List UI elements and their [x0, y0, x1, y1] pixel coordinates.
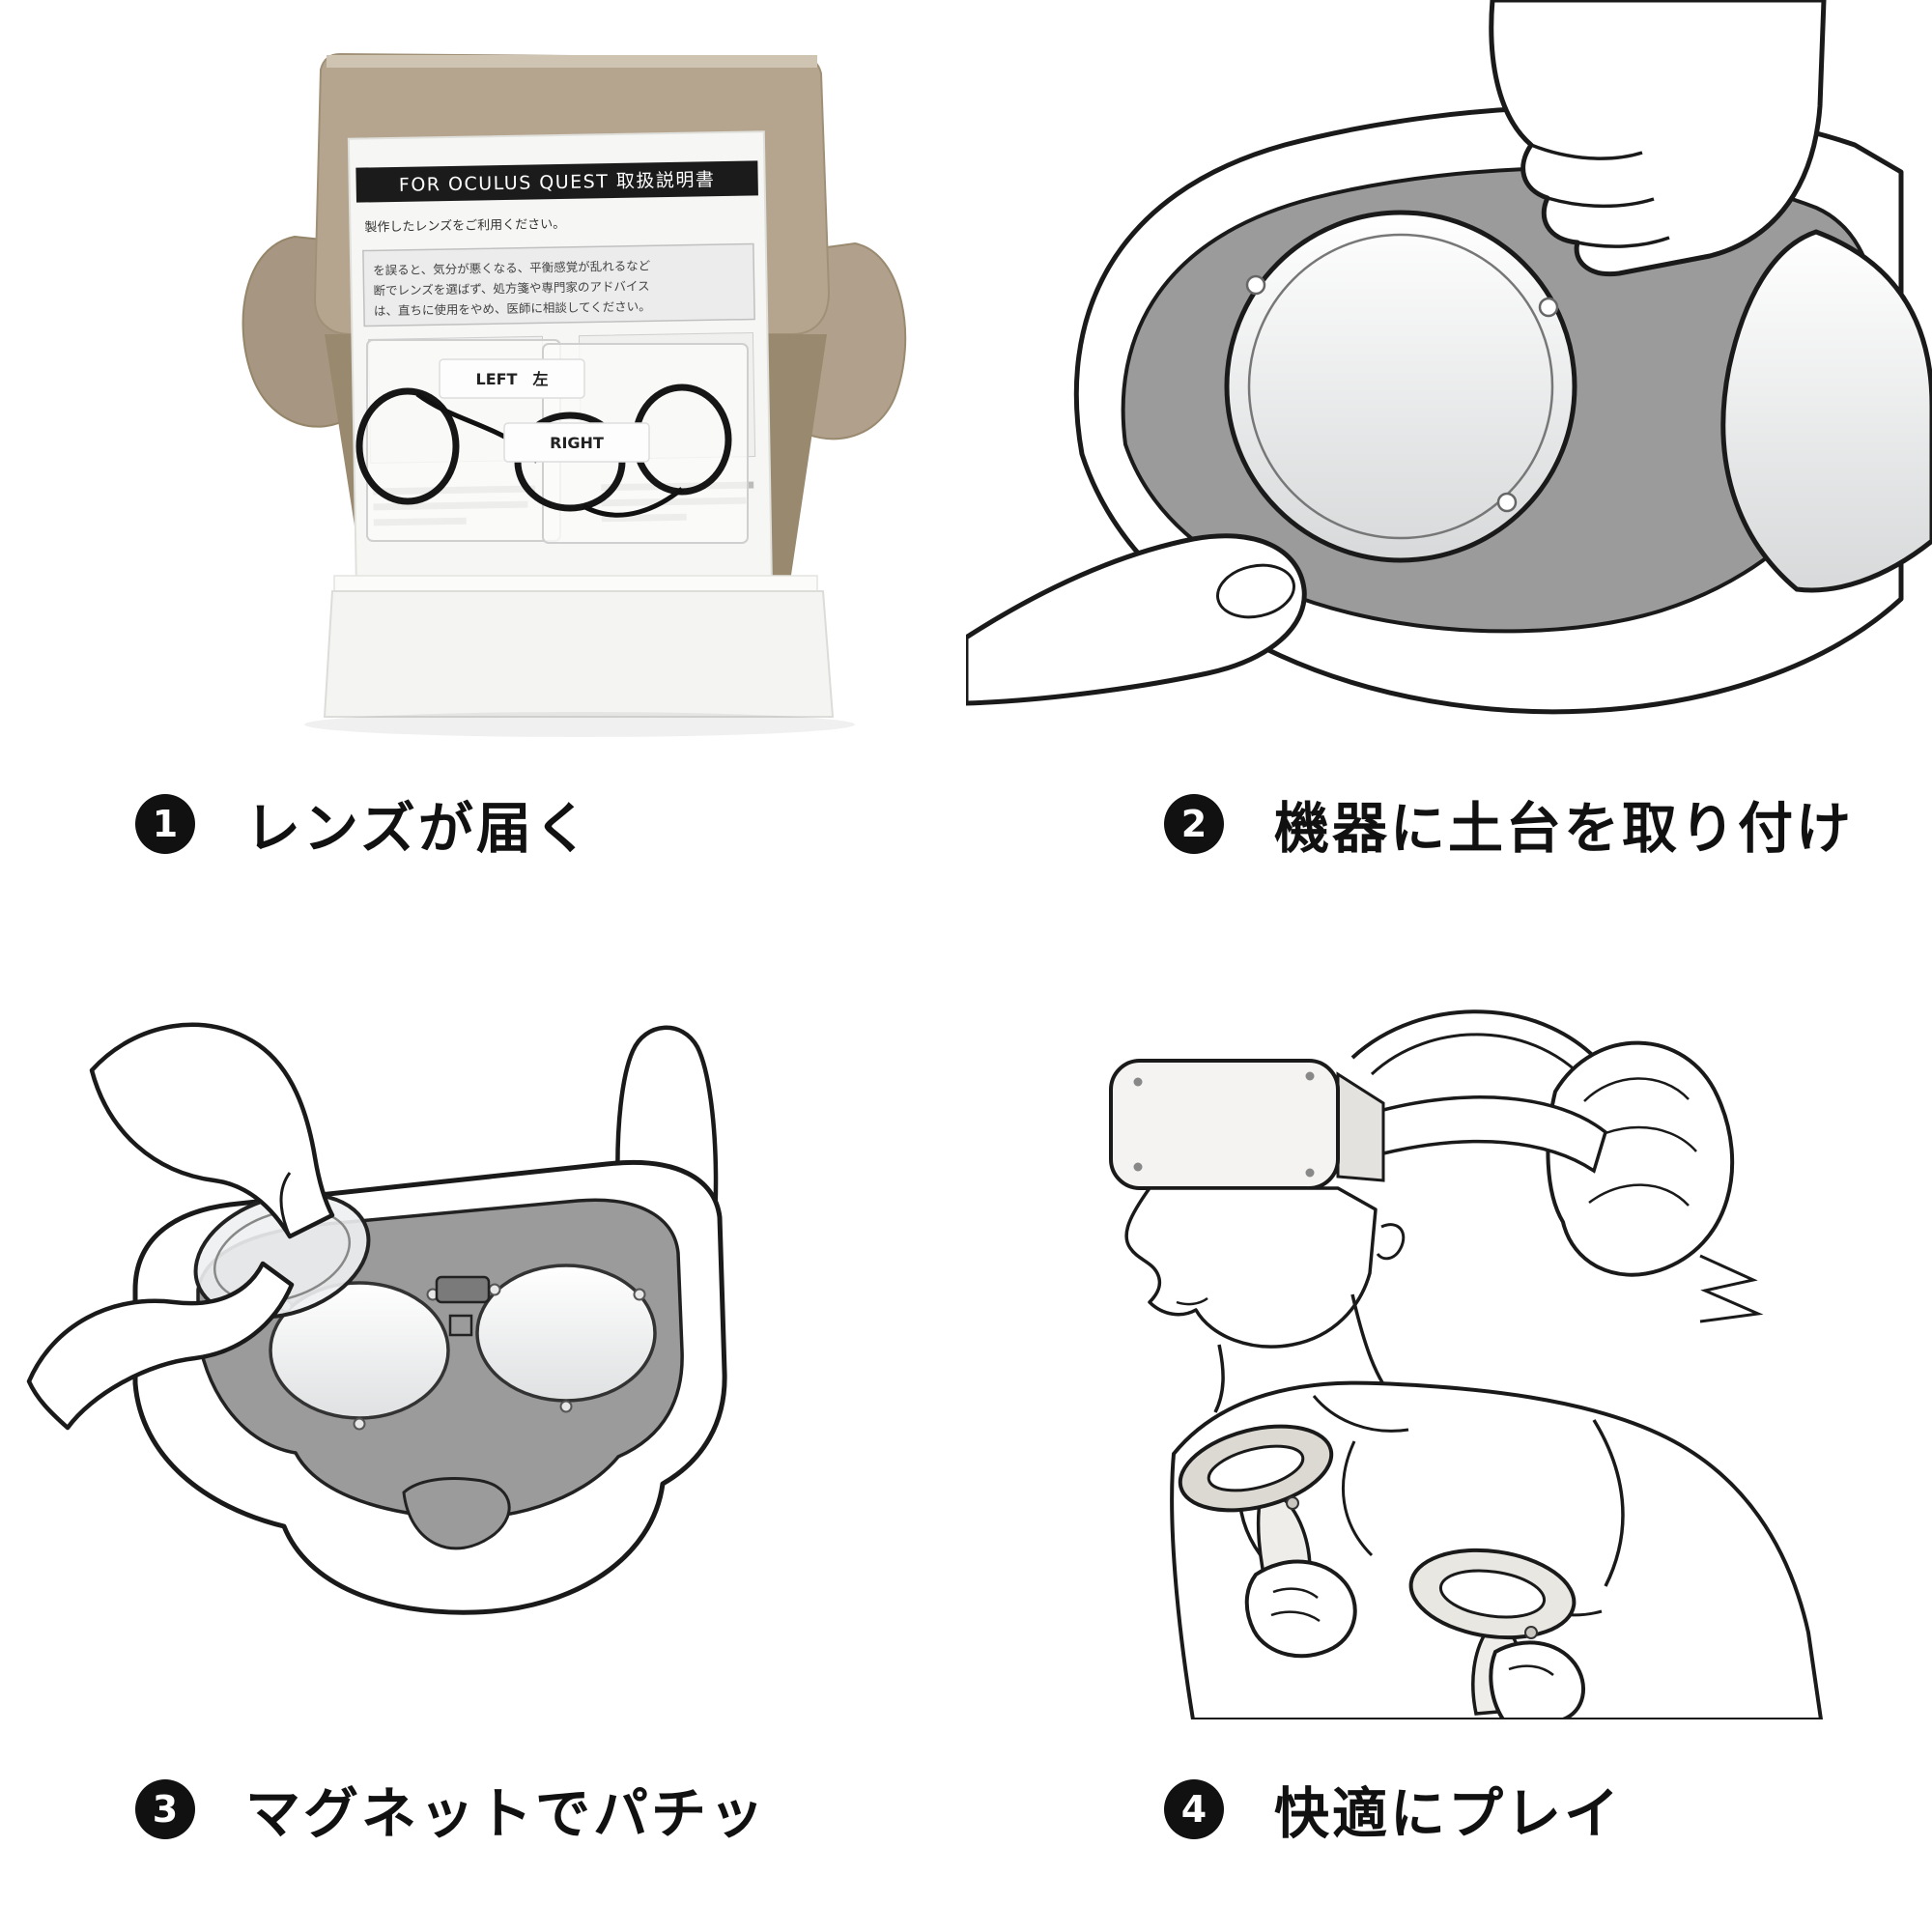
sheet-warning-line-2: 断でレンズを選ばず、処方箋や専門家のアドバイス — [373, 278, 649, 298]
step-3-illustration-magnet-snap — [0, 966, 966, 1719]
box-flap-edge — [327, 55, 817, 68]
step-4-caption: 4 快適にプレイ — [1164, 1770, 1622, 1849]
overhead-strap — [1350, 1009, 1610, 1074]
step-3-panel: 3 マグネットでパチッ — [0, 966, 966, 1932]
step-1-panel: FOR OCULUS QUEST 取扱説明書 製作したレンズをご利用ください。 … — [0, 0, 966, 966]
thumb-bottom-left — [966, 533, 1307, 706]
lens-labels: LEFT 左 RIGHT — [439, 358, 650, 463]
step-2-caption: 2 機器に土台を取り付け — [1164, 784, 1854, 864]
center-clip — [435, 1275, 491, 1304]
label-right-tag — [503, 422, 650, 463]
magnet-snap-svg — [26, 1022, 727, 1615]
step-1-caption: 1 レンズが届く — [135, 784, 592, 864]
left-arm-outline — [1592, 1419, 1625, 1587]
mouth — [1176, 1296, 1208, 1306]
left-hand-fist — [1489, 1640, 1585, 1719]
side-strap — [1378, 1095, 1608, 1174]
nose-flap — [402, 1477, 511, 1550]
lens-left-inner-ring — [1247, 233, 1554, 540]
magnet-dots — [1245, 274, 1559, 513]
box-shadow — [304, 712, 855, 737]
sheet-title-bar — [355, 160, 758, 203]
step-2-number-badge: 2 — [1164, 794, 1224, 854]
step-1-number-badge: 1 — [135, 794, 195, 854]
box-photo-svg: FOR OCULUS QUEST 取扱説明書 製作したレンズをご利用ください。 … — [242, 52, 907, 737]
neck-front — [1213, 1344, 1225, 1413]
step-3-caption: 3 マグネットでパチッ — [135, 1770, 767, 1849]
step-1-illustration-box-photo: FOR OCULUS QUEST 取扱説明書 製作したレンズをご利用ください。 … — [0, 0, 966, 753]
hair-tuft — [1699, 1254, 1764, 1323]
box-front-face — [323, 590, 835, 718]
step-4-illustration-play — [966, 966, 1932, 1719]
touch-controller-lower — [1408, 1548, 1577, 1716]
hand-lower — [26, 1261, 295, 1431]
label-left-text: LEFT 左 — [476, 370, 549, 388]
step-4-number-badge: 4 — [1164, 1779, 1224, 1839]
right-hand-fist — [1244, 1559, 1357, 1659]
step-2-panel: 2 機器に土台を取り付け — [966, 0, 1932, 966]
ear — [1376, 1223, 1406, 1261]
step-4-panel: 4 快適にプレイ — [966, 966, 1932, 1932]
sheet-warning-box — [362, 242, 755, 327]
lens-left — [1224, 210, 1577, 563]
label-left-tag — [439, 358, 585, 399]
lens-rim-1 — [355, 387, 460, 505]
overhead-strap-inner — [1370, 1033, 1594, 1089]
sheet-intro-text: 製作したレンズをご利用ください。 — [364, 216, 565, 236]
hand-upper — [89, 1022, 335, 1239]
face-profile — [1124, 1186, 1406, 1349]
label-right-text: RIGHT — [550, 434, 604, 452]
attach-base-svg — [966, 0, 1932, 715]
center-sensor-window — [448, 1314, 473, 1337]
step-3-number-badge: 3 — [135, 1779, 195, 1839]
step-1-caption-text: レンズが届く — [245, 797, 592, 861]
sheet-warning-line-1: を誤ると、気分が悪くなる、平衡感覚が乱れるなど — [373, 258, 651, 277]
play-svg — [1109, 1009, 1823, 1719]
hair-back — [1546, 1040, 1764, 1323]
step-4-caption-text: 快適にプレイ — [1274, 1782, 1622, 1846]
step-2-illustration-attach-base — [966, 0, 1932, 753]
right-arm-inner — [1342, 1440, 1374, 1557]
step-2-caption-text: 機器に土台を取り付け — [1274, 797, 1854, 861]
sheet-warning-line-3: は、直ちに使用をやめ、医師に相談してください。 — [374, 298, 651, 318]
step-3-caption-text: マグネットでパチッ — [245, 1782, 767, 1846]
hand-gripping-top — [1489, 0, 1827, 277]
collar — [1312, 1395, 1409, 1433]
lens-cord-2 — [582, 487, 684, 518]
lens-right-partial — [1720, 229, 1932, 593]
lens-hole-right — [475, 1264, 657, 1403]
vr-headset — [1109, 1059, 1385, 1190]
